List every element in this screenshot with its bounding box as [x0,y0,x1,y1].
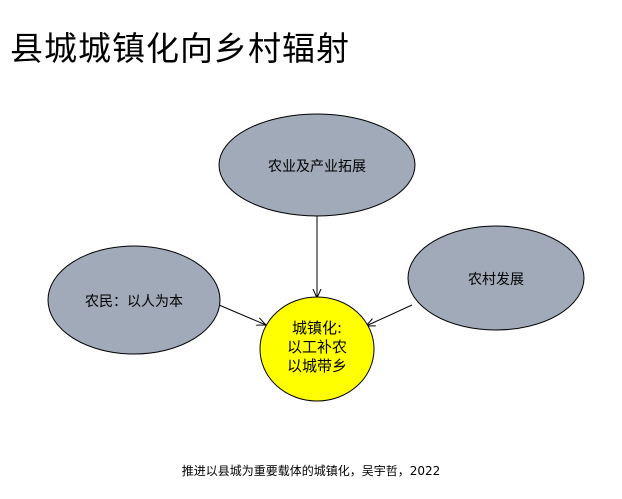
node-center-label: 城镇化: 以工补农 以城带乡 [260,319,374,376]
slide-title: 县城城镇化向乡村辐射 [10,29,350,68]
center-line-1: 城镇化: [291,319,343,337]
source-caption: 推进以县城为重要载体的城镇化，吴宇哲，2022 [181,464,441,478]
node-left-label: 农民：以人为本 [85,294,183,310]
node-right-label: 农村发展 [468,272,524,288]
node-center-circle [259,296,375,402]
arrow-right-to-center [366,304,413,326]
center-line-3: 以城带乡 [286,357,347,375]
node-top-ellipse [218,113,416,217]
node-top-label: 农业及产业拓展 [268,159,366,175]
node-right-ellipse [407,225,585,331]
center-line-2: 以工补农 [286,338,347,356]
node-left-ellipse [47,245,221,355]
arrow-left-to-center [218,304,266,325]
